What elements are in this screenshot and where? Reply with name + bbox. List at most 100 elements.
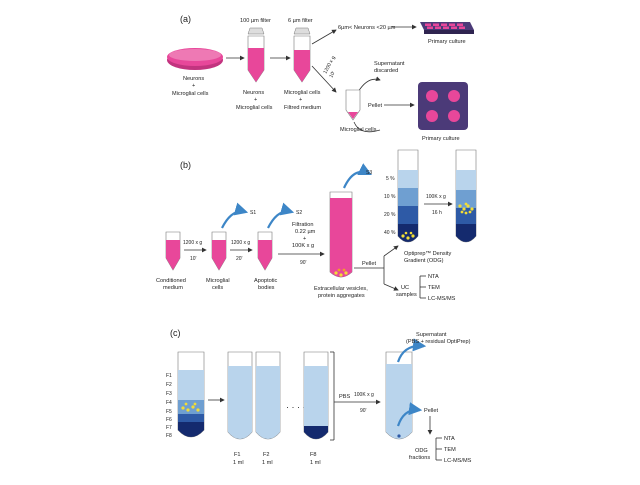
uc-analysis-nta: NTA (428, 274, 439, 280)
petri-dish (167, 48, 223, 70)
grad-label-5: 5 % (386, 176, 395, 182)
tube-final (385, 351, 413, 440)
arrow-s2 (267, 202, 295, 229)
ev-label-1: Extracellular vesicles, (314, 286, 368, 292)
tube1-label-1: Neurons (243, 90, 264, 96)
well-plate-bottom (418, 82, 468, 130)
tube-conditioned (165, 231, 181, 271)
tube-gradient-2 (455, 149, 477, 243)
supernatant-label-1: Supernatant (374, 61, 405, 67)
ev-label-2: protein aggregates (318, 293, 365, 299)
tube-3 (345, 89, 361, 121)
pellet-c-label: Pellet (424, 408, 438, 414)
arrow-pellet-c (396, 402, 423, 427)
fraction-f2: F2 (166, 382, 172, 388)
tube2-label-2: + (299, 97, 302, 103)
arrow-to-odg (383, 245, 399, 257)
speed-c-label: 100K x g (354, 392, 374, 398)
curve-microglial (353, 121, 381, 133)
conditioned-label-1: Conditioned (156, 278, 186, 284)
fraction-f3: F3 (166, 391, 172, 397)
panel-a-label: (a) (180, 14, 191, 24)
dish-label-2: + (192, 83, 195, 89)
sup-c-label-1: Supernatant (416, 332, 447, 338)
fraction-f8: F8 (166, 433, 172, 439)
panel-b-label: (b) (180, 160, 191, 170)
arrow-s3 (342, 163, 372, 189)
filtration-label-3: + (303, 236, 306, 242)
uc-label-1: UC (401, 285, 409, 291)
filter2-label: 6 µm filter (288, 18, 313, 24)
odg-analysis-lcms: LC-MS/MS (444, 458, 472, 464)
apoptotic-label-2: bodies (258, 285, 275, 291)
panel-b: (b) Conditioned medium 1200 x g 10' S1 M… (156, 149, 477, 302)
microglial-b-label-2: cells (212, 285, 223, 291)
tube-f8 (303, 351, 329, 440)
well-plate-top (420, 22, 474, 34)
tube-fractionated (177, 351, 205, 438)
tube-1 (247, 27, 265, 83)
fraction-f5: F5 (166, 409, 172, 415)
odg-label-2: Gradient (ODG) (404, 258, 444, 264)
tube-f2-name: F2 (263, 452, 270, 458)
tube-microglial (211, 231, 227, 271)
s3-label: S3 (366, 170, 372, 176)
pellet-label-a: Pellet (368, 103, 382, 109)
panel-c: (c) F1 F2 F3 F4 F5 F6 F7 F8 F1 1 (166, 328, 472, 466)
tube-gradient-1 (397, 149, 419, 243)
time1-label: 10' (190, 256, 197, 262)
pbs-label: PBS (339, 394, 350, 400)
arrow-s1 (221, 202, 249, 229)
tube-apoptotic (257, 231, 273, 271)
tube-f2-vol: 1 ml (262, 460, 273, 466)
filter1-label: 100 µm filter (240, 18, 271, 24)
odg-label-1: Optiprep™ Density (404, 251, 451, 257)
neurons-size-label: 6µm< Neurons <20 µm (338, 25, 396, 31)
uc-analysis-lcms: LC-MS/MS (428, 296, 456, 302)
s1-label: S1 (250, 210, 256, 216)
time2-label: 20' (236, 256, 243, 262)
odg-analysis-nta: NTA (444, 436, 455, 442)
panel-a: (a) Neurons + Microglial cells 100 µm fi… (167, 14, 474, 142)
sup-c-label-2: (PBS + residual OptiPrep) (406, 339, 471, 345)
tube2-label-3: Filtred medium (284, 105, 321, 111)
odg-analysis-tem: TEM (444, 447, 456, 453)
tube-f8-vol: 1 ml (310, 460, 321, 466)
s2-label: S2 (296, 210, 302, 216)
supernatant-label-2: discarded (374, 68, 398, 74)
filtration-label-1: Filtration (292, 222, 313, 228)
panel-c-label: (c) (170, 328, 181, 338)
tube-f8-name: F8 (310, 452, 317, 458)
grad-label-20: 20 % (384, 212, 396, 218)
ellipsis-dots: · · · · (286, 402, 306, 412)
tube-f1-name: F1 (234, 452, 241, 458)
conditioned-label-2: medium (163, 285, 183, 291)
fraction-f4: F4 (166, 400, 172, 406)
grad-label-10: 10 % (384, 194, 396, 200)
primary-culture-top-label: Primary culture (428, 39, 466, 45)
speed2-label: 1200 x g (231, 240, 250, 246)
filtration-label-4: 100K x g (292, 243, 314, 249)
fraction-f1: F1 (166, 373, 172, 379)
tube-ev (329, 191, 353, 278)
tube-f1-vol: 1 ml (233, 460, 244, 466)
speed1-label: 1200 x g (183, 240, 202, 246)
primary-culture-bottom-label: Primary culture (422, 136, 460, 142)
time-label-a: 10' (328, 70, 336, 79)
filtration-label-5: 90' (300, 260, 307, 266)
tube1-label-3: Microglial cells (236, 105, 273, 111)
uc-analysis-tem: TEM (428, 285, 440, 291)
arrow-supernatant (357, 76, 381, 93)
odg-c-label-2: fractions (409, 455, 430, 461)
time-c-label: 90' (360, 408, 367, 414)
microglial-b-label-1: Microglial (206, 278, 230, 284)
dish-label-1: Neurons (183, 76, 204, 82)
arrow-to-uc (383, 283, 399, 291)
speed3-label: 100K x g (426, 194, 446, 200)
tube-f1 (227, 351, 253, 440)
tube1-label-2: + (254, 97, 257, 103)
filtration-label-2: 0.22 µm (295, 229, 316, 235)
arrow-to-centrifuge (311, 65, 337, 93)
tube-f2 (255, 351, 281, 440)
